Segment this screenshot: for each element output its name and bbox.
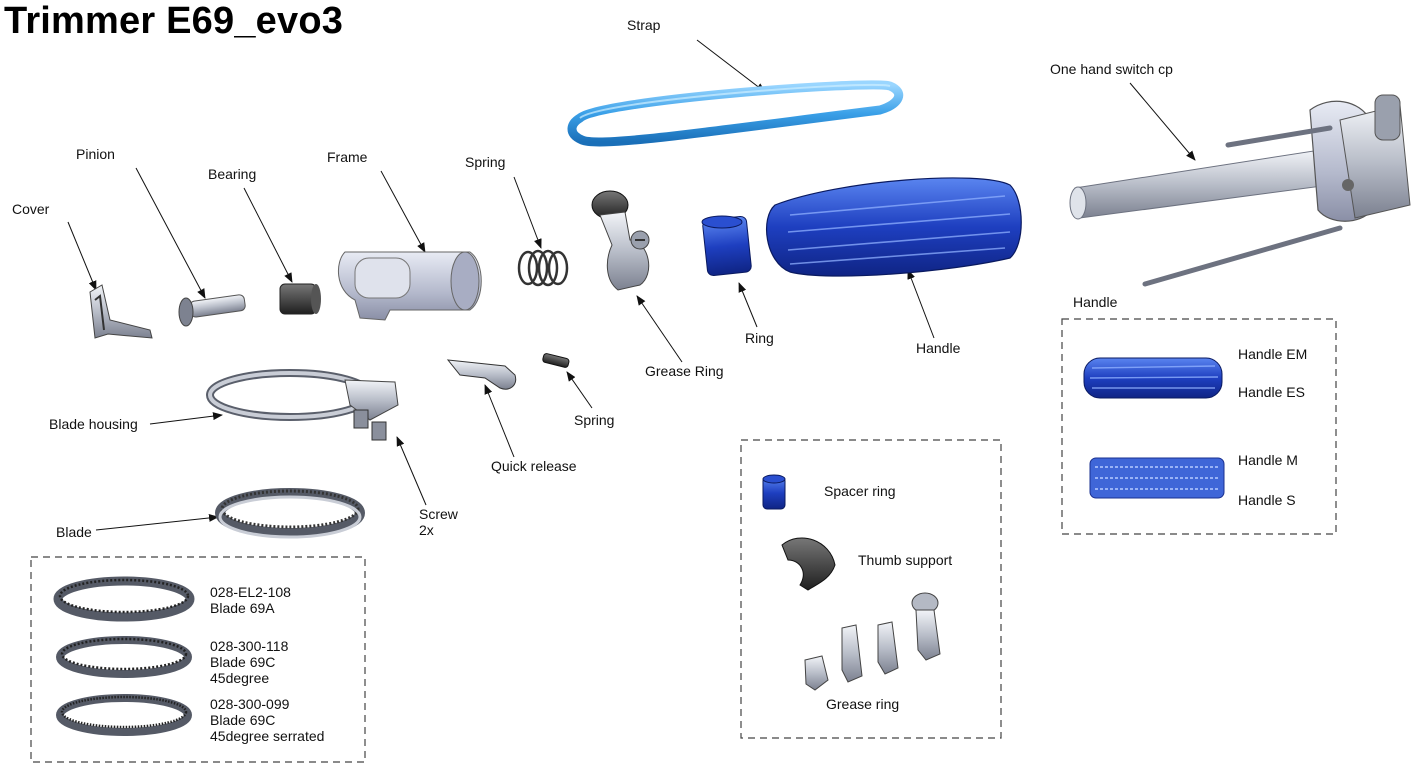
- leader-frame: [380, 170, 426, 253]
- leader-switch: [1129, 82, 1196, 161]
- label-screw-qty: 2x: [419, 522, 434, 538]
- handle-main-part: [766, 177, 1022, 277]
- label-bearing: Bearing: [208, 166, 257, 182]
- blade-part: [215, 488, 365, 539]
- handle-box-heading: Handle: [1073, 294, 1118, 310]
- label-frame: Frame: [327, 149, 368, 165]
- thumb-support-label: Thumb support: [858, 552, 953, 568]
- grease-ring-label: Grease ring: [826, 696, 900, 712]
- handle-em-es-image: [1083, 357, 1223, 399]
- leader-cover: [67, 221, 97, 291]
- blade-entry-3-note: 45degree serrated: [210, 728, 325, 744]
- spring-top-part: [517, 249, 569, 287]
- label-ring: Ring: [745, 330, 774, 346]
- thumb-support-image: [781, 537, 836, 591]
- one-hand-switch-part: [1069, 94, 1411, 287]
- label-blade: Blade: [56, 524, 92, 540]
- blade-variants-box: [30, 556, 366, 763]
- handle-s-label: Handle S: [1238, 492, 1296, 508]
- label-pinion: Pinion: [76, 146, 115, 162]
- label-handle: Handle: [916, 340, 961, 356]
- strap-part: [567, 80, 904, 147]
- frame-part: [337, 251, 482, 321]
- label-one-hand-switch: One hand switch cp: [1050, 61, 1173, 77]
- leader-screw: [396, 436, 427, 506]
- blade-entry-1-name: Blade 69A: [210, 600, 275, 616]
- leader-grease-ring: [636, 295, 683, 363]
- spacer-ring-image: [762, 474, 786, 510]
- blade-69c-image: [56, 636, 192, 678]
- handle-m-s-image: [1089, 457, 1225, 499]
- ring-part: [701, 215, 752, 277]
- blade-entry-1-code: 028-EL2-108: [210, 584, 291, 600]
- label-screw: Screw: [419, 506, 458, 522]
- blade-entry-2-name: Blade 69C: [210, 654, 276, 670]
- grease-ring-part: [591, 190, 650, 291]
- handle-variants-box: [1061, 318, 1337, 535]
- bearing-part: [279, 283, 321, 315]
- leader-strap: [696, 39, 766, 93]
- leader-quick-release: [484, 384, 515, 458]
- leader-ring: [738, 282, 758, 328]
- grease-ring-variants-image: [804, 592, 941, 691]
- blade-entry-3-code: 028-300-099: [210, 696, 290, 712]
- spring-small-part: [542, 353, 570, 368]
- blade-housing-part: [206, 369, 399, 441]
- leader-bearing: [243, 187, 293, 283]
- cover-part: [89, 284, 153, 339]
- page-title: Trimmer E69_evo3: [4, 0, 344, 42]
- leader-blade: [95, 513, 219, 531]
- label-cover: Cover: [12, 201, 50, 217]
- leader-blade-housing: [149, 412, 223, 425]
- leader-handle: [907, 269, 935, 339]
- leader-spring-top: [513, 176, 542, 249]
- blade-entry-2-note: 45degree: [210, 670, 270, 686]
- accessories-box: [740, 439, 1002, 739]
- quick-release-part: [446, 359, 517, 390]
- label-spring-top: Spring: [465, 154, 506, 170]
- handle-em-label: Handle EM: [1238, 346, 1308, 362]
- spacer-ring-label: Spacer ring: [824, 483, 896, 499]
- blade-entry-3-name: Blade 69C: [210, 712, 276, 728]
- handle-m-label: Handle M: [1238, 452, 1298, 468]
- blade-69c-serrated-image: [56, 694, 192, 736]
- label-strap: Strap: [627, 17, 661, 33]
- blade-69a-image: [53, 576, 195, 622]
- handle-es-label: Handle ES: [1238, 384, 1305, 400]
- label-grease-ring: Grease Ring: [645, 363, 724, 379]
- label-blade-housing: Blade housing: [49, 416, 138, 432]
- blade-entry-2-code: 028-300-118: [210, 638, 289, 654]
- pinion-part: [178, 294, 246, 327]
- leader-pinion: [135, 167, 206, 299]
- leader-spring-small: [566, 371, 593, 409]
- label-spring-small: Spring: [574, 412, 615, 428]
- label-quick-release: Quick release: [491, 458, 577, 474]
- leader-lines: [67, 39, 1196, 531]
